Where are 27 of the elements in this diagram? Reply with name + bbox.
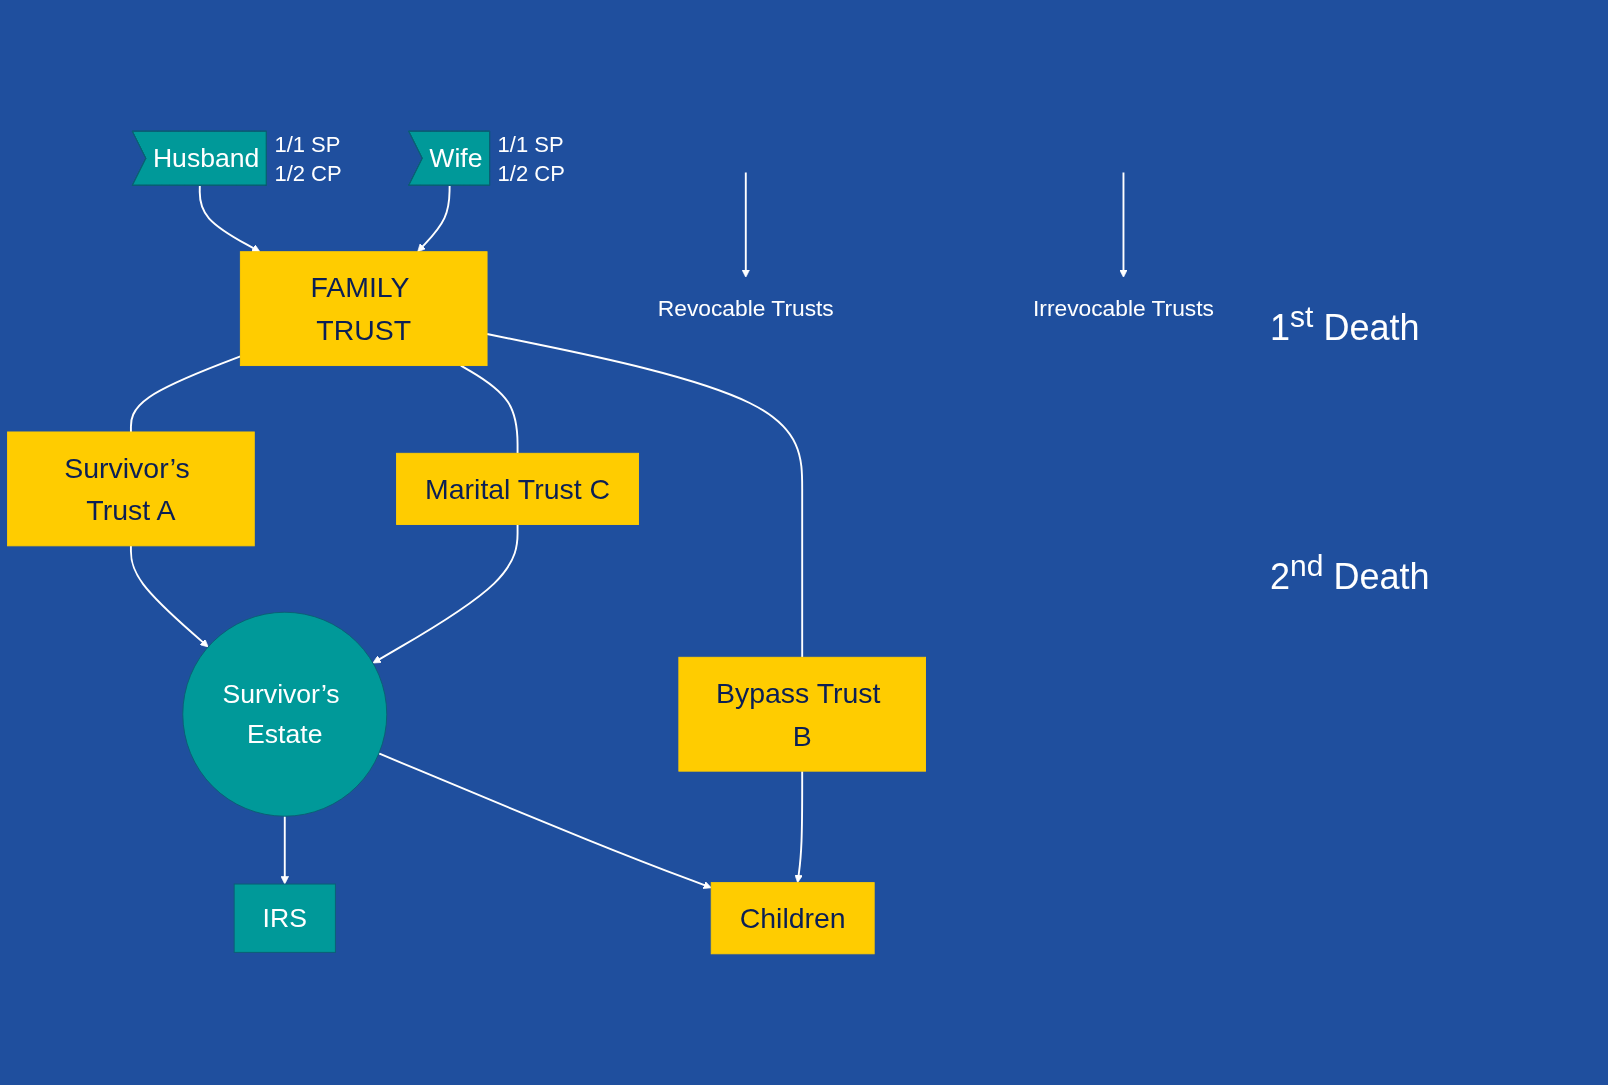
connector [486, 333, 804, 659]
arrow [1119, 171, 1128, 278]
arrow [377, 752, 712, 889]
arrow [741, 171, 750, 278]
arrow [280, 815, 289, 885]
node-text: Revocable Trusts [657, 295, 834, 321]
share-note: 1/1 SP [274, 131, 342, 160]
node-box: Survivor’s Trust A [7, 431, 255, 547]
arrow [198, 184, 261, 253]
node-circle: Survivor’s Estate [182, 611, 388, 817]
node-box: Bypass Trust B [678, 656, 926, 772]
death-note: 2$^{nd}$ Death [1270, 549, 1431, 598]
arrow [417, 184, 451, 253]
node-box: Children [710, 882, 875, 955]
arrow [794, 770, 804, 883]
connector [459, 364, 519, 455]
share-note: 1/2 CP [497, 159, 565, 188]
arrow [130, 544, 209, 648]
death-note: 1$^{st}$ Death [1270, 300, 1421, 349]
connector [130, 355, 242, 433]
node-box: FAMILY TRUST [239, 251, 488, 367]
arrow [372, 523, 519, 664]
node-box: IRS [233, 883, 336, 953]
node-text: Irrevocable Trusts [1032, 295, 1214, 321]
share-note: 1/1 SP [497, 131, 565, 160]
share-note: 1/2 CP [274, 159, 342, 188]
node-box: Marital Trust C [396, 452, 639, 525]
